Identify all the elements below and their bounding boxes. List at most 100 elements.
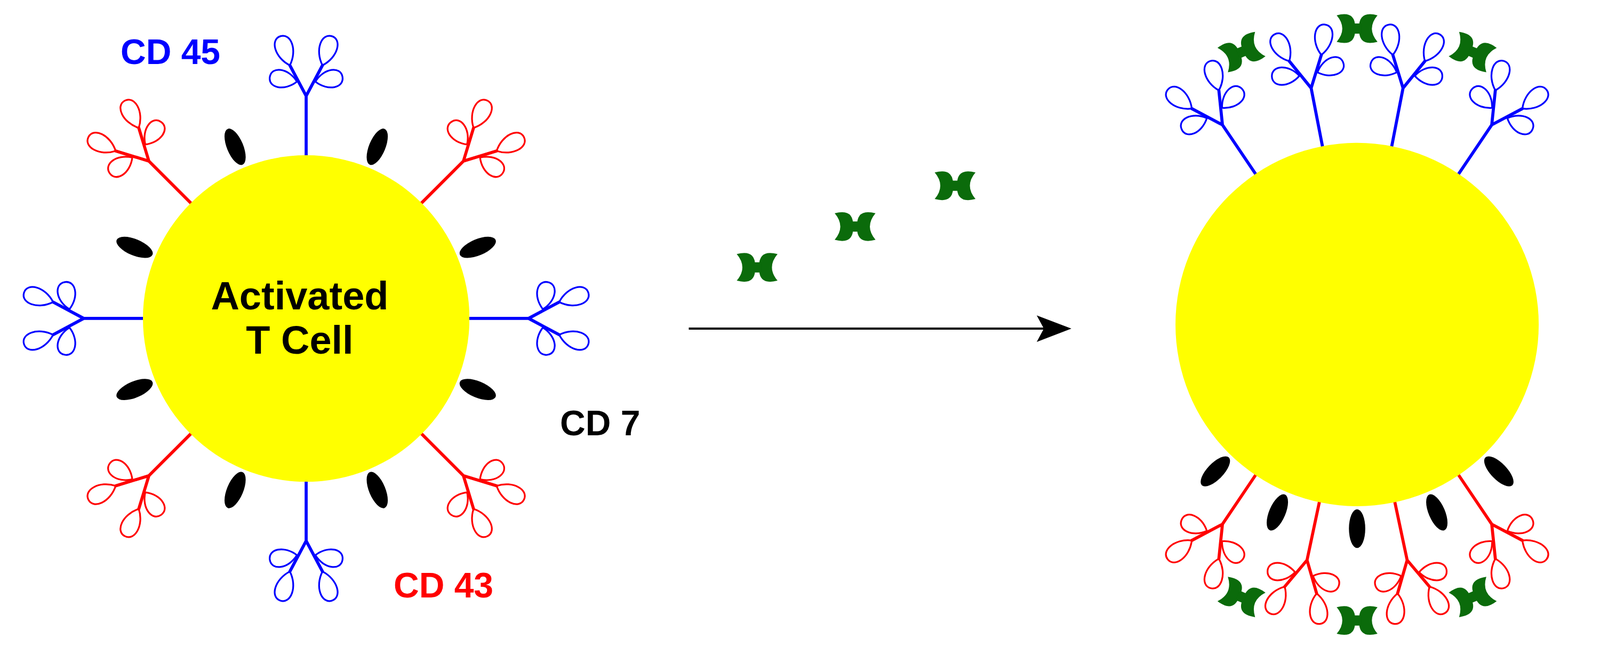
receptor-loop bbox=[1271, 67, 1300, 86]
molecule-label: CD 45 bbox=[120, 34, 221, 70]
receptor-loop bbox=[21, 284, 56, 311]
lectin-molecule bbox=[1448, 30, 1498, 74]
lectin-half bbox=[857, 212, 876, 242]
receptor-loop bbox=[1372, 568, 1405, 595]
receptor-loop bbox=[534, 325, 557, 357]
cd7-molecule bbox=[1262, 491, 1293, 534]
receptor-loop bbox=[84, 129, 120, 159]
receptor-loop bbox=[313, 68, 344, 91]
lectin-half bbox=[1336, 14, 1356, 44]
lectin-half bbox=[957, 171, 976, 200]
right-cell bbox=[1156, 14, 1558, 636]
receptor-loop bbox=[1307, 592, 1329, 626]
receptor-loop bbox=[117, 96, 147, 132]
receptor-stem bbox=[115, 420, 204, 509]
cd7-molecule bbox=[1196, 451, 1236, 492]
receptor-loop bbox=[556, 284, 591, 311]
receptor bbox=[467, 280, 591, 357]
lectin-core bbox=[1353, 615, 1362, 626]
receptor-loop bbox=[138, 116, 168, 150]
receptor-stem bbox=[1284, 496, 1336, 594]
lectin-core bbox=[1235, 45, 1248, 59]
receptor-stem bbox=[1378, 496, 1430, 594]
receptor-loop bbox=[444, 116, 475, 150]
lectin-molecule bbox=[934, 171, 976, 200]
receptor-stem bbox=[115, 128, 204, 216]
lectin-half bbox=[736, 252, 756, 282]
cd7-molecule bbox=[456, 374, 499, 405]
left-cell-surface bbox=[21, 33, 591, 604]
receptor-loop bbox=[1202, 556, 1228, 591]
lectin-core bbox=[950, 180, 959, 191]
cell-label: Activated T Cell bbox=[201, 274, 399, 363]
lectin-molecule bbox=[1217, 575, 1267, 619]
receptor-loop bbox=[1385, 592, 1407, 626]
lectin-molecule bbox=[1336, 605, 1378, 635]
receptor-stem bbox=[1289, 54, 1339, 152]
cd7-molecule bbox=[220, 468, 251, 511]
lectin-half bbox=[1336, 605, 1356, 635]
receptor-loop bbox=[492, 477, 528, 508]
cd7-molecule bbox=[362, 468, 392, 511]
lectin-core bbox=[1467, 45, 1479, 59]
receptor-loop bbox=[492, 129, 528, 159]
lectin-half bbox=[1358, 605, 1378, 635]
receptor-loop bbox=[1162, 82, 1197, 116]
receptor-loop bbox=[1178, 511, 1211, 539]
receptor-loop bbox=[1266, 30, 1297, 66]
lectin-core bbox=[1467, 590, 1479, 604]
receptor-loop bbox=[272, 33, 299, 69]
receptor-stem bbox=[1443, 90, 1523, 185]
receptor-loop bbox=[1162, 533, 1197, 566]
receptor-loop bbox=[1421, 582, 1453, 618]
lectin-molecule bbox=[834, 212, 876, 242]
lectin-half bbox=[834, 212, 854, 242]
cell-node: Activated T Cell bbox=[142, 155, 470, 482]
receptor-loop bbox=[314, 33, 341, 69]
receptor-loop bbox=[104, 456, 138, 487]
receptor-loop bbox=[104, 150, 138, 181]
receptor-loop bbox=[475, 456, 508, 487]
molecule-label: CD 43 bbox=[393, 567, 494, 603]
receptor-loop bbox=[1261, 582, 1293, 618]
receptor-loop bbox=[534, 280, 557, 311]
receptor-stem bbox=[1192, 90, 1271, 185]
lectin-core bbox=[1235, 590, 1248, 604]
receptor-loop bbox=[1516, 82, 1552, 116]
receptor-loop bbox=[314, 568, 341, 604]
receptor-loop bbox=[1312, 23, 1334, 56]
receptor-loop bbox=[56, 280, 78, 311]
receptor-loop bbox=[444, 487, 475, 520]
lectin-half bbox=[758, 252, 778, 282]
receptor-loop bbox=[21, 326, 56, 353]
molecule-label: CD 7 bbox=[560, 405, 640, 441]
receptor-loop bbox=[1216, 82, 1248, 115]
receptor-loop bbox=[1516, 533, 1552, 566]
receptor-stem bbox=[1375, 54, 1426, 152]
lectin-core bbox=[851, 221, 860, 232]
receptor-loop bbox=[84, 477, 120, 508]
cd7-molecule bbox=[220, 125, 251, 168]
receptor-loop bbox=[1418, 562, 1447, 581]
lectin-half bbox=[1358, 14, 1378, 44]
cd7-molecule bbox=[456, 232, 499, 263]
receptor-loop bbox=[465, 96, 495, 132]
receptor-stem bbox=[408, 128, 497, 216]
lectin-molecule bbox=[736, 252, 778, 282]
cd7-molecule bbox=[1479, 451, 1519, 492]
cd7-molecule bbox=[362, 125, 392, 168]
receptor-loop bbox=[1466, 534, 1499, 567]
receptor-loop bbox=[272, 568, 299, 604]
cd7-molecule bbox=[1421, 491, 1453, 534]
lectin-molecule bbox=[1448, 575, 1498, 619]
receptor-loop bbox=[1414, 67, 1443, 86]
receptor-loop bbox=[465, 505, 495, 541]
receptor-loop bbox=[268, 546, 299, 569]
receptor-loop bbox=[1368, 54, 1400, 81]
receptor-loop bbox=[56, 325, 78, 357]
receptor-loop bbox=[1202, 58, 1228, 93]
cd7-molecule bbox=[113, 232, 156, 263]
cd7-molecule bbox=[113, 374, 156, 405]
receptor-loop bbox=[1309, 568, 1342, 595]
arrow-head bbox=[1036, 315, 1072, 342]
